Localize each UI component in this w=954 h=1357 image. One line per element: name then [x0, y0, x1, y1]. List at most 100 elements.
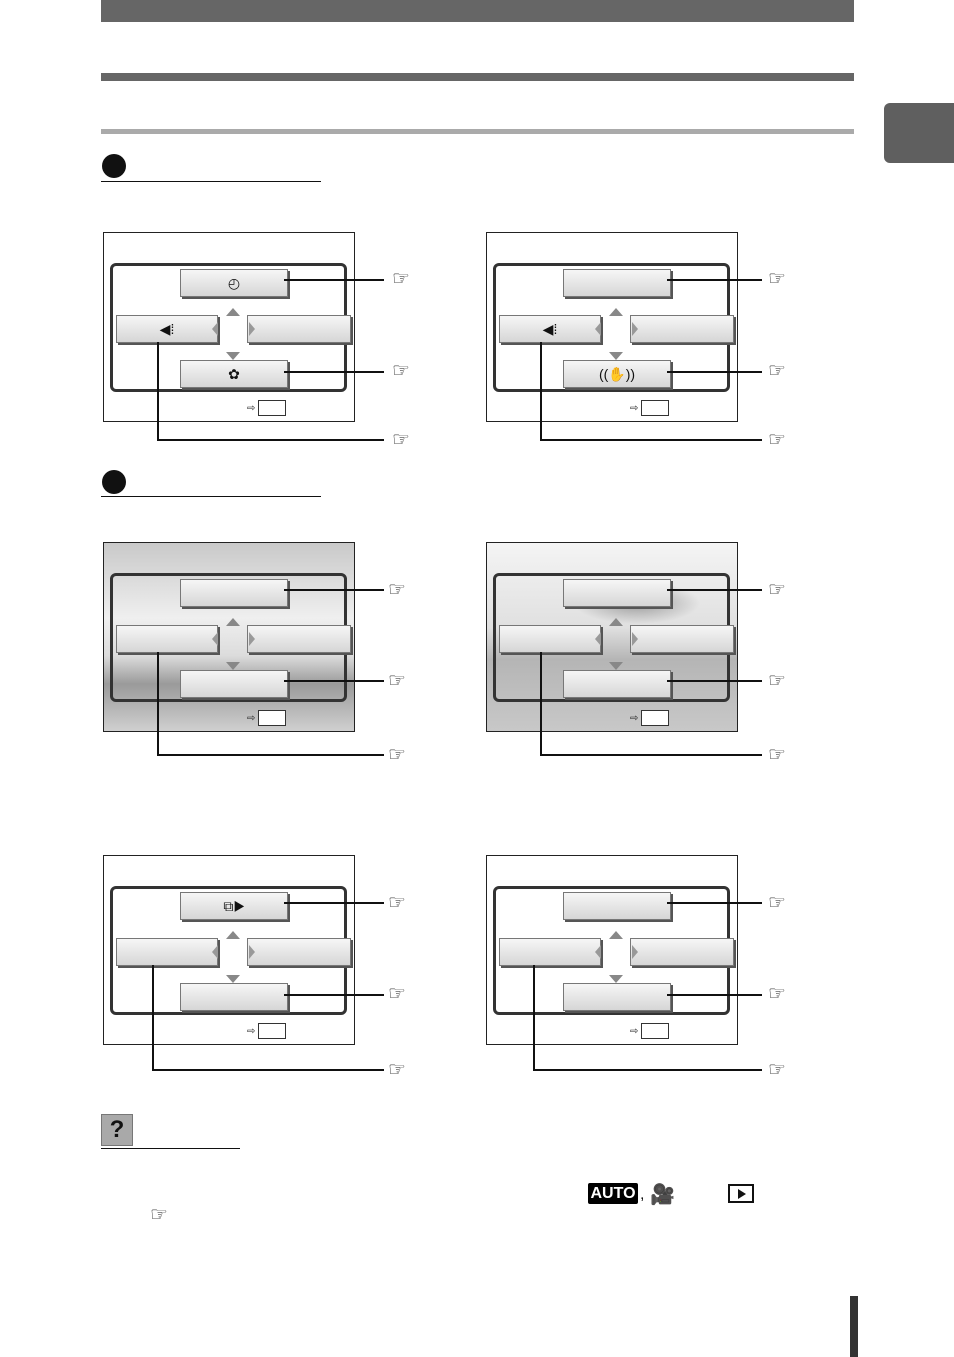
menu-button-left[interactable] [116, 938, 218, 966]
flash-icon: ◀⁞ [542, 320, 558, 337]
callout-line [152, 965, 154, 1071]
callout-line [284, 279, 384, 281]
self-timer-icon: ◴ [227, 274, 241, 291]
menu-button-right[interactable] [247, 938, 351, 966]
separator-comma: , [640, 1186, 645, 1203]
screen-playback-menu-d: ⇨ [486, 855, 738, 1045]
reference-icon: ☞ [768, 1059, 786, 1081]
reference-icon: ☞ [768, 983, 786, 1005]
callout-line [667, 279, 762, 281]
reference-icon: ☞ [388, 744, 406, 766]
section-underline-2 [101, 496, 321, 497]
direct-menu-panel [493, 573, 734, 702]
direct-menu-panel: ◴ ◀⁞ ✿ [110, 263, 351, 392]
reference-icon: ☞ [768, 744, 786, 766]
menu-button-top[interactable] [563, 892, 671, 920]
menu-button-right[interactable] [630, 625, 734, 653]
arrow-up-icon [609, 618, 623, 626]
callout-line [284, 589, 384, 591]
menu-button-bottom[interactable] [563, 983, 671, 1011]
reference-icon: ☞ [768, 670, 786, 692]
tips-underline [101, 1148, 240, 1149]
reference-icon: ☞ [768, 360, 786, 382]
menu-button-right[interactable] [247, 625, 351, 653]
menu-button-left[interactable]: ◀⁞ [116, 315, 218, 343]
menu-button-top[interactable] [563, 269, 671, 297]
section-bullet-1 [102, 154, 126, 178]
ok-arrow-icon: ⇨ [247, 403, 256, 414]
callout-line [540, 342, 542, 441]
callout-line [667, 994, 762, 996]
direct-menu-panel: ◀⁞ ((✋)) [493, 263, 734, 392]
reference-icon: ☞ [392, 429, 410, 451]
arrow-right-icon [249, 945, 255, 959]
menu-button-bottom[interactable] [180, 670, 288, 698]
arrow-left-icon [212, 322, 218, 336]
arrow-up-icon [226, 308, 240, 316]
menu-button-right[interactable] [630, 938, 734, 966]
arrow-down-icon [226, 352, 240, 360]
arrow-up-icon [609, 931, 623, 939]
arrow-up-icon [226, 931, 240, 939]
menu-button-left[interactable]: ◀⁞ [499, 315, 601, 343]
question-icon: ? [101, 1114, 133, 1146]
menu-button-left[interactable] [116, 625, 218, 653]
reference-icon: ☞ [392, 360, 410, 382]
menu-button-top[interactable] [563, 579, 671, 607]
arrow-left-icon [212, 945, 218, 959]
screen-playback-menu-a: ⇨ [103, 542, 355, 732]
playback-mode-icon [728, 1184, 754, 1203]
callout-line [157, 342, 159, 441]
menu-button-bottom[interactable]: ✿ [180, 360, 288, 388]
ok-button-box [641, 1023, 669, 1039]
reference-icon: ☞ [768, 892, 786, 914]
arrow-down-icon [609, 975, 623, 983]
callout-line [667, 589, 762, 591]
menu-button-right[interactable] [247, 315, 351, 343]
arrow-left-icon [595, 632, 601, 646]
callout-line [284, 994, 384, 996]
page-edge-marker [850, 1296, 858, 1357]
arrow-right-icon [632, 632, 638, 646]
section-underline-1 [101, 181, 321, 182]
ok-button-box [641, 710, 669, 726]
menu-button-bottom[interactable] [180, 983, 288, 1011]
arrow-up-icon [226, 618, 240, 626]
arrow-down-icon [226, 975, 240, 983]
menu-button-bottom[interactable]: ((✋)) [563, 360, 671, 388]
reference-icon: ☞ [388, 670, 406, 692]
arrow-right-icon [249, 322, 255, 336]
slideshow-icon: ⧉▶ [223, 897, 245, 914]
reference-icon: ☞ [388, 579, 406, 601]
ok-arrow-icon: ⇨ [630, 1026, 639, 1037]
arrow-down-icon [226, 662, 240, 670]
reference-icon: ☞ [768, 429, 786, 451]
arrow-right-icon [632, 945, 638, 959]
callout-line [667, 902, 762, 904]
menu-button-top[interactable]: ⧉▶ [180, 892, 288, 920]
ok-arrow-icon: ⇨ [630, 713, 639, 724]
callout-line [540, 754, 762, 756]
callout-line [284, 902, 384, 904]
menu-button-top[interactable] [180, 579, 288, 607]
callout-line [540, 439, 762, 441]
chapter-tab [884, 103, 954, 163]
callout-line [157, 754, 384, 756]
flash-icon: ◀⁞ [159, 320, 175, 337]
arrow-down-icon [609, 352, 623, 360]
movie-mode-icon: 🎥 [650, 1184, 675, 1206]
menu-button-left[interactable] [499, 625, 601, 653]
menu-button-bottom[interactable] [563, 670, 671, 698]
header-bar-mid [101, 73, 854, 81]
callout-line [284, 680, 384, 682]
header-bar-top [101, 0, 854, 22]
callout-line [667, 371, 762, 373]
callout-line [157, 652, 159, 756]
menu-button-left[interactable] [499, 938, 601, 966]
arrow-down-icon [609, 662, 623, 670]
ok-button-box [258, 710, 286, 726]
arrow-left-icon [595, 945, 601, 959]
menu-button-right[interactable] [630, 315, 734, 343]
menu-button-top[interactable]: ◴ [180, 269, 288, 297]
section-bullet-2 [102, 470, 126, 494]
